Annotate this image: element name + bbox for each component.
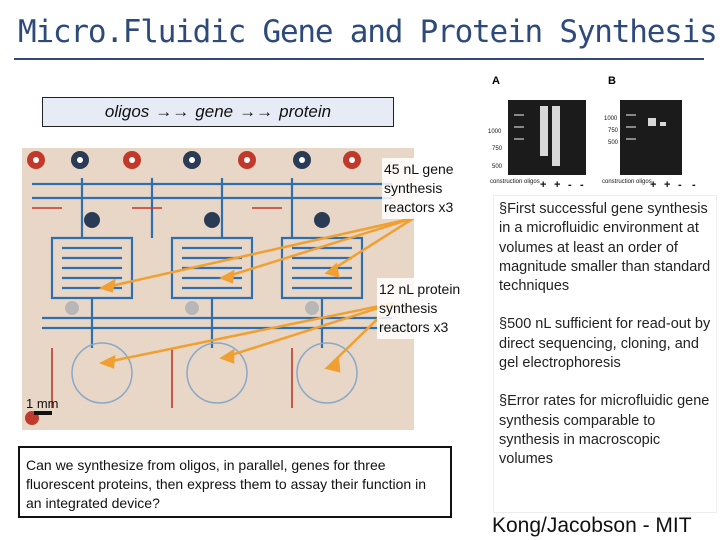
flow-arrow-icon: →→ [155,102,190,121]
bullet-item: §500 nL sufficient for read-out by direc… [499,316,711,372]
chip-illustration [22,148,414,430]
gel-b-row-label: construction oligos [602,179,652,185]
gel-a-marker: 750 [492,146,503,152]
gel-a-sign: - [580,179,584,191]
protein-reactor-callout: 12 nL protein synthesis reactors x3 [377,278,481,339]
research-question-box: Can we synthesize from oligos, in parall… [18,446,452,518]
gel-a-sign: + [554,179,560,191]
bullet-item: §Error rates for microfluidic gene synth… [499,393,710,468]
bullet-item: §First successful gene synthesis in a mi… [499,201,711,295]
gel-a-row-label: construction oligos [490,179,540,185]
gel-a-sign: - [568,179,572,191]
flow-oligos: oligos [104,102,150,121]
gel-b-sign: - [692,179,696,191]
gel-b-marker: 750 [608,128,619,134]
slide-title: Micro.Fluidic Gene and Protein Synthesis [18,14,718,50]
gel-a-sign: + [540,179,546,191]
gel-panel-b-label: B [608,75,616,87]
title-divider [14,58,704,60]
scale-bar [34,411,52,415]
findings-bullet-list: §First successful gene synthesis in a mi… [494,196,716,512]
gel-b-marker: 1000 [604,116,618,122]
flow-gene: gene [195,102,234,121]
credit-label: Kong/Jacobson - MIT [492,514,692,537]
gene-reactor-callout: 45 nL gene synthesis reactors x3 [382,158,478,219]
gel-b-sign: - [678,179,682,191]
scale-label: 1 mm [26,396,59,411]
gel-a-marker: 500 [492,164,503,170]
gel-illustration: A B 1000 750 500 1000 750 500 constructi… [488,75,696,191]
flow-protein: protein [279,102,332,121]
synthesis-flow-banner: oligos →→ gene →→ protein [42,97,394,127]
gel-b-marker: 500 [608,140,619,146]
gel-a-marker: 1000 [488,129,502,135]
gel-electrophoresis-image: A B 1000 750 500 1000 750 500 constructi… [488,70,716,198]
gel-b-sign: + [664,179,670,191]
microfluidic-chip-photo [22,148,414,430]
gel-panel-a-label: A [492,75,500,87]
gel-b-sign: + [650,179,656,191]
flow-arrow-icon: →→ [239,102,274,121]
